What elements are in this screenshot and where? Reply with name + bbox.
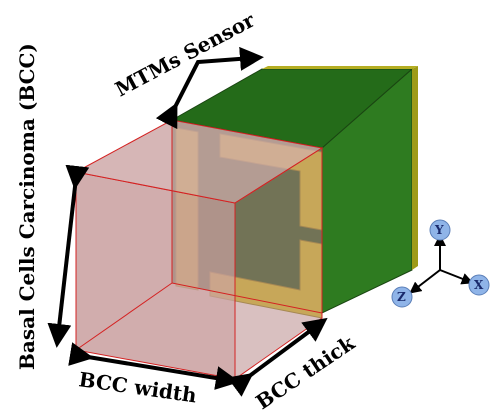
bcc-height-arrow [47, 164, 90, 348]
axis-z-node [391, 286, 413, 308]
bcc-thick-arrow [227, 317, 328, 397]
axis-x-label: X [474, 278, 484, 292]
bcc-hidden-edge-2 [75, 282, 173, 351]
bcc-vertical-label: Basal Cells Carcinoma (BCC) [15, 43, 39, 370]
axis-z-line [409, 269, 441, 294]
bcc-width-arrow [68, 342, 240, 390]
axis-y-label: Y [434, 223, 444, 237]
sensor-dimension-arrow [155, 46, 264, 130]
axis-z-label: Z [397, 290, 406, 304]
bcc-hidden-edge-3 [171, 282, 323, 314]
sensor-edge-strip-top [262, 66, 418, 69]
bcc-front-face [75, 171, 236, 380]
coordinate-axes: Y X Z [391, 219, 490, 308]
axis-x-node [468, 274, 490, 296]
bcc-tissue [74, 119, 324, 380]
sensor-edge-strip [412, 66, 418, 270]
axis-y-node [429, 219, 451, 241]
axis-x-line [439, 269, 474, 285]
